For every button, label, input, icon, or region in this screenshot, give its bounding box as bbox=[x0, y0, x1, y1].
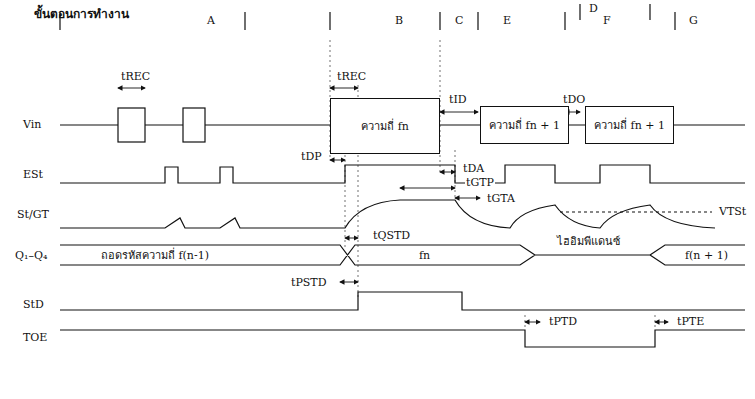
signal-name: TOE bbox=[22, 331, 48, 344]
timing-label: tPSTD bbox=[290, 276, 328, 289]
timing-label: tREC bbox=[336, 70, 367, 83]
timing-label: tREC bbox=[120, 70, 151, 83]
timing-label: tDA bbox=[462, 162, 485, 175]
section-letter: F bbox=[602, 14, 612, 27]
timing-label: fn bbox=[418, 249, 431, 262]
timing-label: tGTP bbox=[465, 176, 495, 189]
signal-name: ESt bbox=[22, 168, 44, 181]
timing-label: VTSt bbox=[718, 205, 747, 218]
tone-burst-box: ความถี่ fn bbox=[330, 98, 440, 154]
signal-name: St/GT bbox=[16, 208, 50, 221]
timing-label: ไฮอิมพีแดนซ์ bbox=[556, 235, 621, 248]
timing-label: tGTA bbox=[486, 192, 516, 205]
timing-label: tPTE bbox=[676, 315, 705, 328]
signal-name: Q₁–Q₄ bbox=[14, 249, 48, 262]
tone-burst-box: ความถี่ fn + 1 bbox=[585, 106, 674, 144]
signal-name: Vin bbox=[22, 118, 42, 131]
timing-label: tDO bbox=[562, 93, 586, 106]
diagram-title: ขั้นตอนการทำงาน bbox=[34, 4, 129, 23]
signal-name: StD bbox=[22, 298, 45, 311]
section-letter: E bbox=[502, 14, 512, 27]
tone-label: ความถี่ fn + 1 bbox=[590, 116, 669, 134]
timing-label: f(n + 1) bbox=[684, 249, 729, 262]
timing-label: tDP bbox=[300, 150, 323, 163]
timing-label: tQSTD bbox=[372, 229, 411, 242]
tone-burst-box: ความถี่ fn + 1 bbox=[480, 106, 569, 144]
tone-label: ความถี่ fn + 1 bbox=[485, 116, 564, 134]
section-letter: B bbox=[394, 14, 404, 27]
section-letter: C bbox=[454, 14, 464, 27]
section-letter: D bbox=[588, 2, 599, 15]
timing-label: ถอดรหัสความถี่ f(n-1) bbox=[100, 249, 210, 262]
tone-label: ความถี่ fn bbox=[357, 117, 413, 135]
timing-label: tID bbox=[448, 93, 468, 106]
section-letter: G bbox=[688, 14, 699, 27]
timing-label: tPTD bbox=[548, 315, 578, 328]
section-letter: A bbox=[206, 14, 216, 27]
